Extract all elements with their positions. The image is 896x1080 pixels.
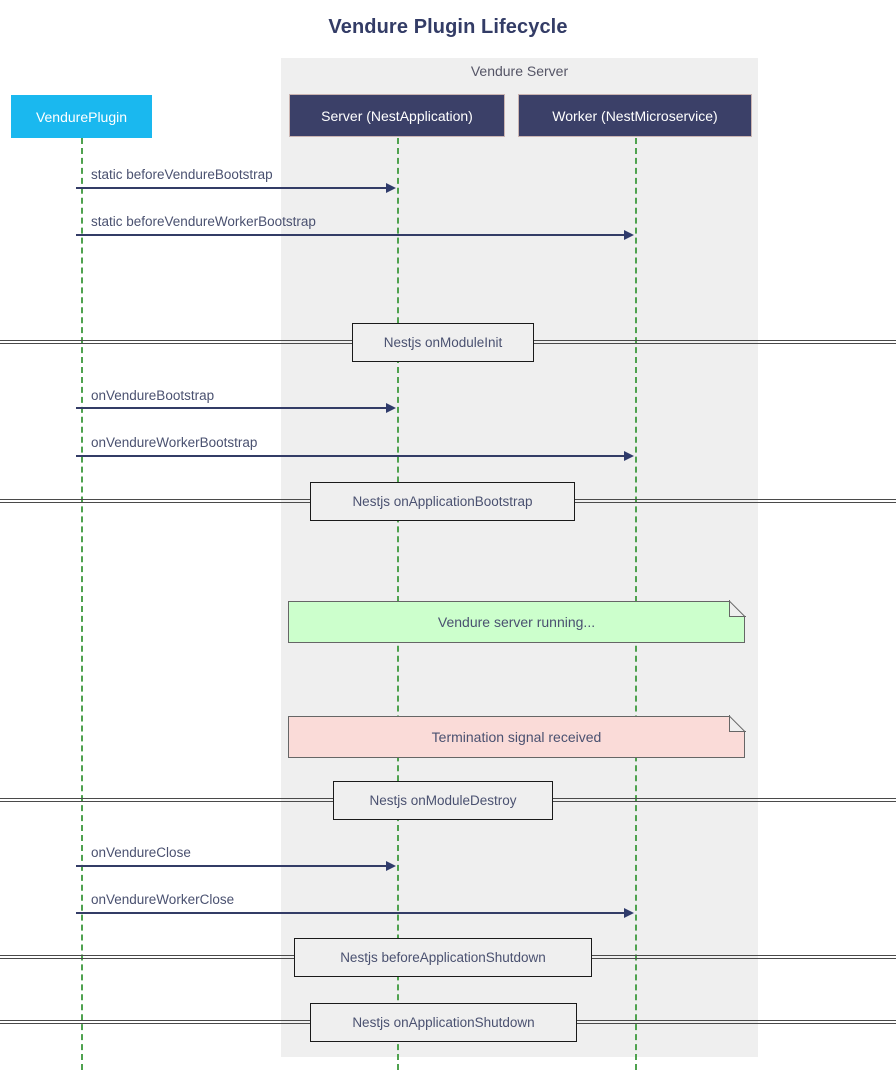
participant-vendure-plugin[interactable]: VendurePlugin <box>11 95 152 138</box>
participant-label: VendurePlugin <box>35 108 128 125</box>
message-label: onVendureClose <box>91 845 191 860</box>
note-termination-signal: Termination signal received <box>288 715 746 758</box>
message-arrow-head <box>386 183 396 193</box>
divider-note-label: Nestjs onModuleInit <box>383 335 503 350</box>
note-body: Vendure server running... <box>288 601 745 643</box>
divider-note-application-bootstrap: Nestjs onApplicationBootstrap <box>310 482 575 521</box>
note-label: Vendure server running... <box>437 614 596 630</box>
divider-note-label: Nestjs onApplicationBootstrap <box>352 494 533 509</box>
note-fold-line <box>729 715 746 732</box>
group-label: Vendure Server <box>470 63 569 79</box>
note-label: Termination signal received <box>431 729 602 745</box>
participant-label: Worker (NestMicroservice) <box>552 107 718 124</box>
participant-label: Server (NestApplication) <box>321 107 473 124</box>
note-body: Termination signal received <box>288 716 745 758</box>
note-fold-line <box>729 600 746 617</box>
divider-note-module-destroy: Nestjs onModuleDestroy <box>333 781 553 820</box>
participant-worker[interactable]: Worker (NestMicroservice) <box>518 94 752 137</box>
message-arrow-line <box>76 187 388 189</box>
group-vendure-server <box>281 58 758 1057</box>
message-label: onVendureWorkerClose <box>91 892 235 907</box>
participant-server[interactable]: Server (NestApplication) <box>289 94 505 137</box>
message-label: onVendureWorkerBootstrap <box>91 435 258 450</box>
divider-note-application-shutdown: Nestjs onApplicationShutdown <box>310 1003 577 1042</box>
message-arrow-head <box>624 230 634 240</box>
message-arrow-head <box>624 451 634 461</box>
message-label: static beforeVendureWorkerBootstrap <box>91 214 316 229</box>
page-title: Vendure Plugin Lifecycle <box>328 16 568 38</box>
message-arrow-line <box>76 455 626 457</box>
divider-note-label: Nestjs onApplicationShutdown <box>352 1015 535 1030</box>
divider-note-label: Nestjs beforeApplicationShutdown <box>340 950 546 965</box>
divider-note-label: Nestjs onModuleDestroy <box>369 793 517 808</box>
divider-note-module-init: Nestjs onModuleInit <box>352 323 534 362</box>
lifeline-vendure-plugin <box>81 138 83 1070</box>
message-arrow-line <box>76 407 388 409</box>
message-arrow-head <box>624 908 634 918</box>
divider-note-before-application-shutdown: Nestjs beforeApplicationShutdown <box>294 938 592 977</box>
message-arrow-line <box>76 912 626 914</box>
message-arrow-line <box>76 865 388 867</box>
message-label: onVendureBootstrap <box>91 388 215 403</box>
note-server-running: Vendure server running... <box>288 600 746 643</box>
message-arrow-head <box>386 861 396 871</box>
message-arrow-line <box>76 234 626 236</box>
message-arrow-head <box>386 403 396 413</box>
message-label: static beforeVendureBootstrap <box>91 167 273 182</box>
